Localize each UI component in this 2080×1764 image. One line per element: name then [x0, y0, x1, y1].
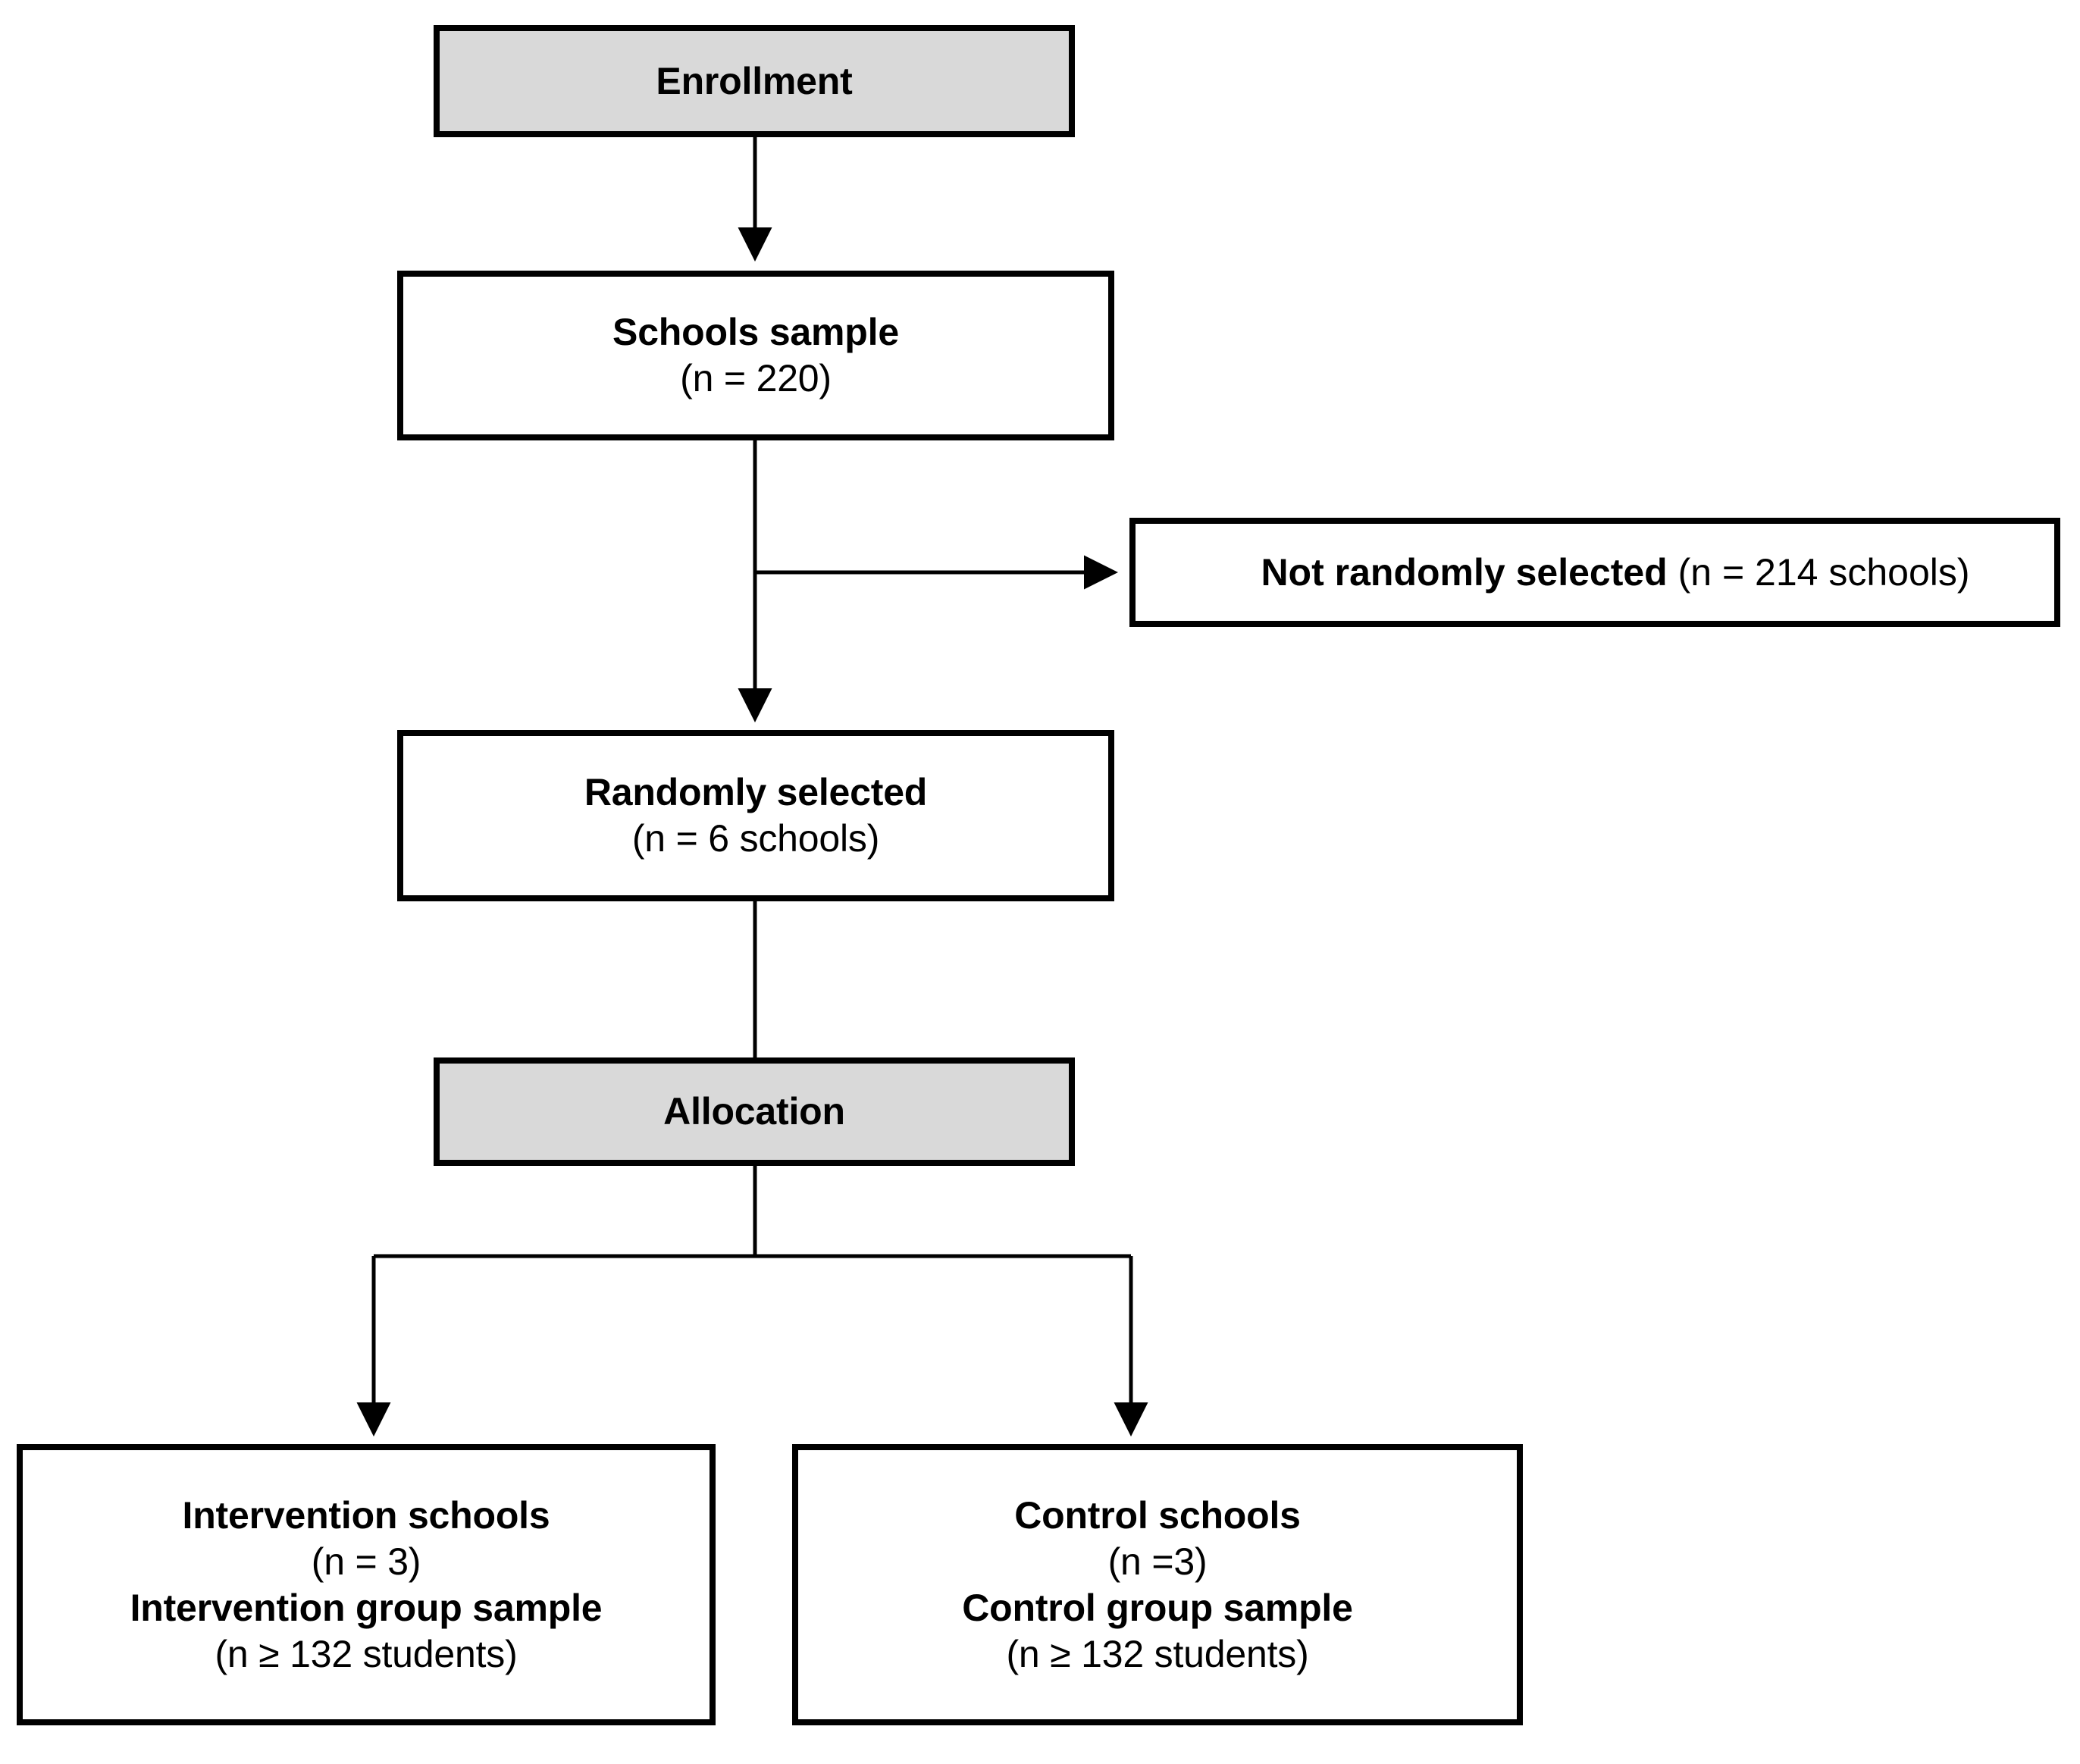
- node-control-sample-count: (n ≥ 132 students): [1006, 1632, 1309, 1675]
- node-not-randomly-selected-text: Not randomly selected (n = 214 schools): [1176, 550, 2054, 596]
- node-intervention-sample-count: (n ≥ 132 students): [215, 1632, 518, 1675]
- node-schools-sample: Schools sample (n = 220): [397, 271, 1114, 440]
- node-intervention-schools-count: (n = 3): [311, 1540, 421, 1583]
- node-intervention-arm: Intervention schools (n = 3) Interventio…: [17, 1444, 716, 1725]
- node-randomly-selected: Randomly selected (n = 6 schools): [397, 730, 1114, 901]
- node-intervention-sample-title: Intervention group sample: [130, 1586, 603, 1629]
- node-intervention-schools-title: Intervention schools: [182, 1493, 550, 1537]
- node-control-schools-title: Control schools: [1014, 1493, 1301, 1537]
- node-control-schools-count: (n =3): [1107, 1540, 1208, 1583]
- stage-header-allocation: Allocation: [434, 1057, 1075, 1166]
- node-not-randomly-selected-count: (n = 214 schools): [1667, 550, 1970, 594]
- stage-header-allocation-label: Allocation: [663, 1090, 845, 1133]
- stage-header-enrollment: Enrollment: [434, 25, 1075, 137]
- stage-header-enrollment-label: Enrollment: [656, 59, 853, 102]
- node-schools-sample-count: (n = 220): [680, 357, 832, 399]
- node-control-sample-title: Control group sample: [962, 1586, 1353, 1629]
- node-not-randomly-selected-title: Not randomly selected: [1261, 550, 1668, 594]
- node-control-arm: Control schools (n =3) Control group sam…: [792, 1444, 1523, 1725]
- node-randomly-selected-count: (n = 6 schools): [631, 817, 880, 860]
- node-not-randomly-selected: Not randomly selected (n = 214 schools): [1129, 518, 2060, 627]
- node-randomly-selected-title: Randomly selected: [584, 771, 928, 813]
- node-schools-sample-title: Schools sample: [612, 311, 899, 353]
